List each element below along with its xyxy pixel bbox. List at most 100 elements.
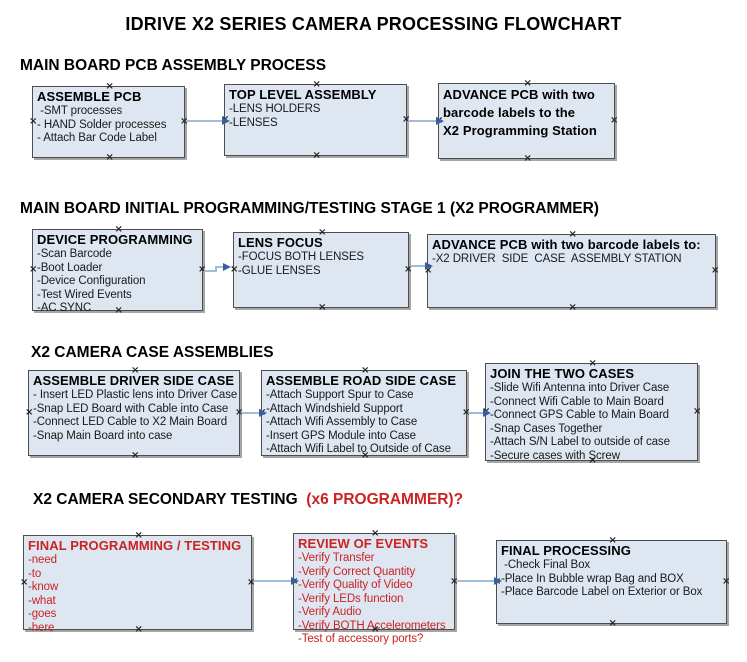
section-heading-text: X2 CAMERA SECONDARY TESTING: [33, 491, 302, 508]
box-title: JOIN THE TWO CASES: [490, 366, 635, 381]
flow-box-assemble-driver-side-case: ASSEMBLE DRIVER SIDE CASE - Insert LED P…: [25, 367, 243, 459]
connection-handle-icon: [131, 452, 139, 459]
box-item: -Connect GPS Cable to Main Board: [490, 409, 669, 421]
section-heading-text: MAIN BOARD PCB ASSEMBLY PROCESS: [20, 57, 327, 74]
connection-handle-icon: [693, 408, 701, 415]
box-item: -Connect LED Cable to X2 Main Board: [33, 416, 228, 428]
section-heading-case-assemblies: X2 CAMERA CASE ASSEMBLIES: [31, 344, 274, 362]
connection-handle-icon: [404, 266, 412, 273]
box-item: -Verify BOTH Accelerometers: [298, 619, 446, 632]
box-item: -to: [28, 567, 42, 580]
box-item: -Insert GPS Module into Case: [266, 429, 416, 442]
box-title: DEVICE PROGRAMMING: [37, 232, 193, 247]
connection-handle-icon: [106, 154, 114, 161]
flow-box-assemble-pcb: ASSEMBLE PCB -SMT processes - HAND Solde…: [29, 83, 188, 161]
connection-handle-icon: [482, 408, 490, 415]
box-title: ASSEMBLE ROAD SIDE CASE: [266, 373, 457, 388]
box-item: - HAND Solder processes: [37, 118, 167, 131]
box-item: -Slide Wifi Antenna into Driver Case: [490, 382, 670, 394]
section-heading-text: X2 CAMERA CASE ASSEMBLIES: [31, 344, 274, 361]
section-heading-text: MAIN BOARD INITIAL PROGRAMMING/TESTING S…: [20, 200, 599, 217]
box-item: - Insert LED Plastic lens into Driver Ca…: [33, 389, 238, 401]
box-item: -LENSES: [229, 116, 278, 129]
box-item: -Test Wired Events: [37, 288, 132, 301]
box-item: -Boot Loader: [37, 261, 103, 274]
box-items: - Insert LED Plastic lens into Driver Ca…: [33, 389, 238, 443]
box-item: -need: [28, 554, 57, 566]
box-title: LENS FOCUS: [238, 235, 323, 250]
box-item: -Scan Barcode: [37, 248, 112, 260]
flow-box-join-the-two-cases: JOIN THE TWO CASES -Slide Wifi Antenna i…: [482, 360, 701, 464]
box-item: -SMT processes: [37, 105, 123, 117]
connection-handle-icon: [290, 578, 298, 585]
box-item: -goes: [28, 608, 57, 620]
box-item: -Snap Cases Together: [490, 422, 603, 435]
connection-handle-icon: [29, 118, 37, 125]
box-item: -Secure cases with Screw: [490, 449, 620, 462]
box-item: -Device Configuration: [37, 275, 146, 287]
box-item: -X2 DRIVER SIDE CASE ASSEMBLY STATION: [432, 253, 682, 265]
connection-handle-icon: [462, 409, 470, 416]
box-item: -Attach Wifi Assembly to Case: [266, 416, 418, 428]
section-heading-initial-programming: MAIN BOARD INITIAL PROGRAMMING/TESTING S…: [20, 200, 599, 218]
connection-handle-icon: [610, 117, 618, 124]
box-item: -Place Barcode Label on Exterior or Box: [501, 586, 703, 598]
flow-box-lens-focus: LENS FOCUS -FOCUS BOTH LENSES -GLUE LENS…: [230, 229, 412, 311]
box-item: -Test of accessory ports?: [298, 633, 424, 645]
box-item: -Snap Main Board into case: [33, 429, 173, 442]
connection-handle-icon: [230, 266, 238, 273]
box-title: ASSEMBLE PCB: [37, 89, 142, 104]
section-heading-suffix: (x6 PROGRAMMER)?: [302, 491, 464, 508]
box-items: -LENS HOLDERS -LENSES: [229, 103, 403, 130]
box-items: -Attach Support Spur to Case -Attach Win…: [266, 389, 463, 457]
box-items: -Check Final Box -Place In Bubble wrap B…: [501, 559, 723, 600]
box-item: -Attach Windshield Support: [266, 402, 403, 415]
box-item: -Verify Audio: [298, 606, 362, 618]
box-item: - Attach Bar Code Label: [37, 132, 157, 144]
connection-handle-icon: [235, 409, 243, 416]
box-item: -Verify Transfer: [298, 552, 375, 564]
box-item: -Verify Quality of Video: [298, 579, 413, 591]
box-items: -FOCUS BOTH LENSES -GLUE LENSES: [238, 251, 405, 278]
connection-handle-icon: [711, 267, 719, 274]
box-item: -Attach Wifi Label to Outside of Case: [266, 443, 451, 455]
connection-handle-icon: [435, 117, 443, 124]
box-title: ASSEMBLE DRIVER SIDE CASE: [33, 373, 235, 388]
flow-box-advance-pcb-programming-station: ADVANCE PCB with two barcode labels to t…: [435, 80, 618, 162]
box-item: -FOCUS BOTH LENSES: [238, 251, 364, 263]
box-items: -need -to -know -what -goes -here: [28, 554, 248, 635]
flow-box-final-programming-testing: FINAL PROGRAMMING / TESTING -need -to -k…: [20, 532, 255, 634]
section-heading-pcb-assembly: MAIN BOARD PCB ASSEMBLY PROCESS: [20, 57, 326, 75]
connection-handle-icon: [450, 578, 458, 585]
box-title: ADVANCE PCB with two barcode labels to t…: [443, 87, 597, 138]
flow-box-top-level-assembly: TOP LEVEL ASSEMBLY -LENS HOLDERS -LENSES: [221, 81, 410, 159]
connection-handle-icon: [198, 266, 206, 273]
connection-handle-icon: [424, 267, 432, 274]
box-items: -Verify Transfer -Verify Correct Quantit…: [298, 552, 451, 647]
connector-arrow-3: [204, 263, 231, 272]
box-item: -Verify Correct Quantity: [298, 565, 416, 578]
box-item: -Attach Support Spur to Case: [266, 389, 414, 401]
box-item: -what: [28, 594, 56, 607]
page-title: IDRIVE X2 SERIES CAMERA PROCESSING FLOWC…: [125, 14, 622, 34]
connection-handle-icon: [493, 578, 501, 585]
box-item: -Check Final Box: [501, 559, 591, 571]
box-items: -Slide Wifi Antenna into Driver Case -Co…: [490, 382, 694, 463]
connection-handle-icon: [524, 155, 532, 162]
connection-handle-icon: [180, 118, 188, 125]
flow-box-device-programming: DEVICE PROGRAMMING -Scan Barcode -Boot L…: [29, 226, 206, 314]
box-item: -here: [28, 621, 55, 634]
connection-handle-icon: [313, 152, 321, 159]
connection-handle-icon: [609, 620, 617, 627]
box-item: -Attach S/N Label to outside of case: [490, 436, 670, 448]
box-item: -GLUE LENSES: [238, 264, 321, 277]
flow-box-assemble-road-side-case: ASSEMBLE ROAD SIDE CASE -Attach Support …: [258, 367, 470, 459]
box-title: FINAL PROGRAMMING / TESTING: [28, 538, 242, 553]
connection-handle-icon: [569, 304, 577, 311]
connection-handle-icon: [318, 304, 326, 311]
connection-handle-icon: [29, 266, 37, 273]
box-item: -Place In Bubble wrap Bag and BOX: [501, 572, 684, 585]
box-item: -Verify LEDs function: [298, 592, 404, 605]
connection-handle-icon: [221, 116, 229, 123]
